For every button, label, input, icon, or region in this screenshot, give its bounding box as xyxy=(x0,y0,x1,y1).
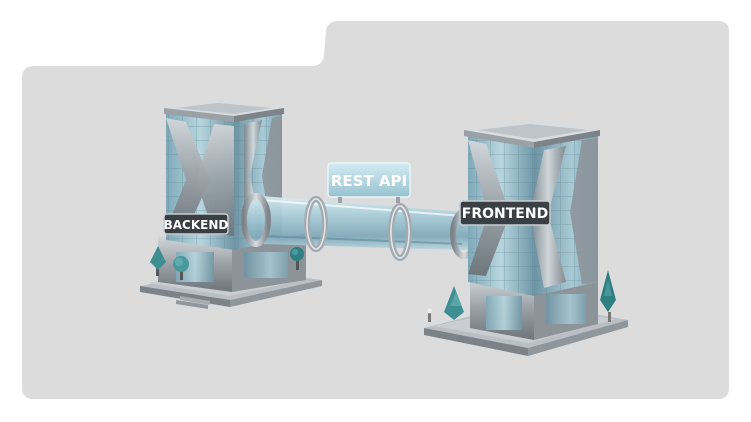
rest-api-label: REST API xyxy=(331,172,407,190)
rest-api-sign: REST API xyxy=(327,162,411,203)
backend-trees xyxy=(150,246,304,280)
frontend-label: FRONTEND xyxy=(462,206,548,222)
backend-label: BACKEND xyxy=(164,218,229,232)
backend-sign: BACKEND xyxy=(163,213,229,235)
frontend-sign: FRONTEND xyxy=(459,200,551,226)
frontend-trees xyxy=(427,270,616,322)
